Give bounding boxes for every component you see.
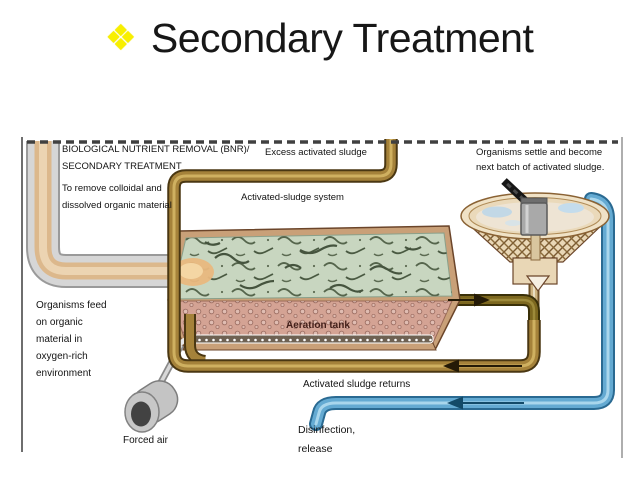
water-patch xyxy=(558,203,584,213)
water-patch xyxy=(505,220,521,226)
forced-air-label: Forced air xyxy=(123,435,169,446)
organisms-feed-line: oxygen-rich xyxy=(36,351,88,362)
flow-arrow-to-clarifier xyxy=(448,293,490,307)
activated-sludge-system-label: Activated-sludge system xyxy=(241,192,344,203)
aeration-tank-label: Aeration tank xyxy=(286,320,350,331)
organisms-settle-line: next batch of activated sludge. xyxy=(476,162,605,173)
organisms-settle-line: Organisms settle and become xyxy=(476,147,603,158)
organisms-feed-line: Organisms feed xyxy=(36,300,107,311)
organisms-texture xyxy=(204,241,422,293)
flow-arrow-sludge-return xyxy=(443,359,522,373)
sludge-returns-label: Activated sludge returns xyxy=(303,379,411,390)
clarifier-motor xyxy=(501,178,548,236)
bnr-heading-line: To remove colloidal and xyxy=(62,183,162,194)
bnr-heading-line: dissolved organic material xyxy=(62,200,172,211)
bnr-heading: BIOLOGICAL NUTRIENT REMOVAL (BNR)/ SECON… xyxy=(62,141,249,214)
organisms-feed-line: environment xyxy=(36,368,92,379)
effluent-pipe xyxy=(309,192,615,431)
organisms-settle-label: Organisms settle and become next batch o… xyxy=(476,145,604,175)
disinfection-release-label: Disinfection, release xyxy=(298,421,355,459)
disinfection-line: release xyxy=(298,443,333,455)
bnr-heading-line: SECONDARY TREATMENT xyxy=(62,161,182,172)
organisms-feed-label: Organisms feed on organic material in ox… xyxy=(36,297,107,382)
influent-pipe xyxy=(25,141,184,288)
influent-splash xyxy=(172,258,214,286)
water-patch xyxy=(482,206,512,218)
page-title: Secondary Treatment xyxy=(150,15,534,61)
bnr-heading-line: BIOLOGICAL NUTRIENT REMOVAL (BNR)/ xyxy=(62,144,250,155)
excess-sludge-label: Excess activated sludge xyxy=(265,147,367,158)
sludge-return-and-excess-pipe xyxy=(167,139,541,373)
disinfection-line: Disinfection, xyxy=(298,424,356,436)
clarifier-center-column xyxy=(530,231,541,261)
aeration-tank-base xyxy=(182,342,437,351)
forced-air-blower xyxy=(124,380,179,433)
aeration-tank xyxy=(124,225,461,433)
organisms-feed-line: material in xyxy=(36,334,83,345)
transfer-pipe xyxy=(446,294,540,326)
flow-arrow-effluent xyxy=(447,396,524,410)
diamond-bullet-icon: ❖ xyxy=(104,17,137,58)
organisms-feed-line: on organic xyxy=(36,317,83,328)
slide-title-row: ❖ Secondary Treatment xyxy=(0,14,638,62)
settling-tank xyxy=(460,178,610,293)
clarifier-hopper-notch xyxy=(525,275,551,293)
